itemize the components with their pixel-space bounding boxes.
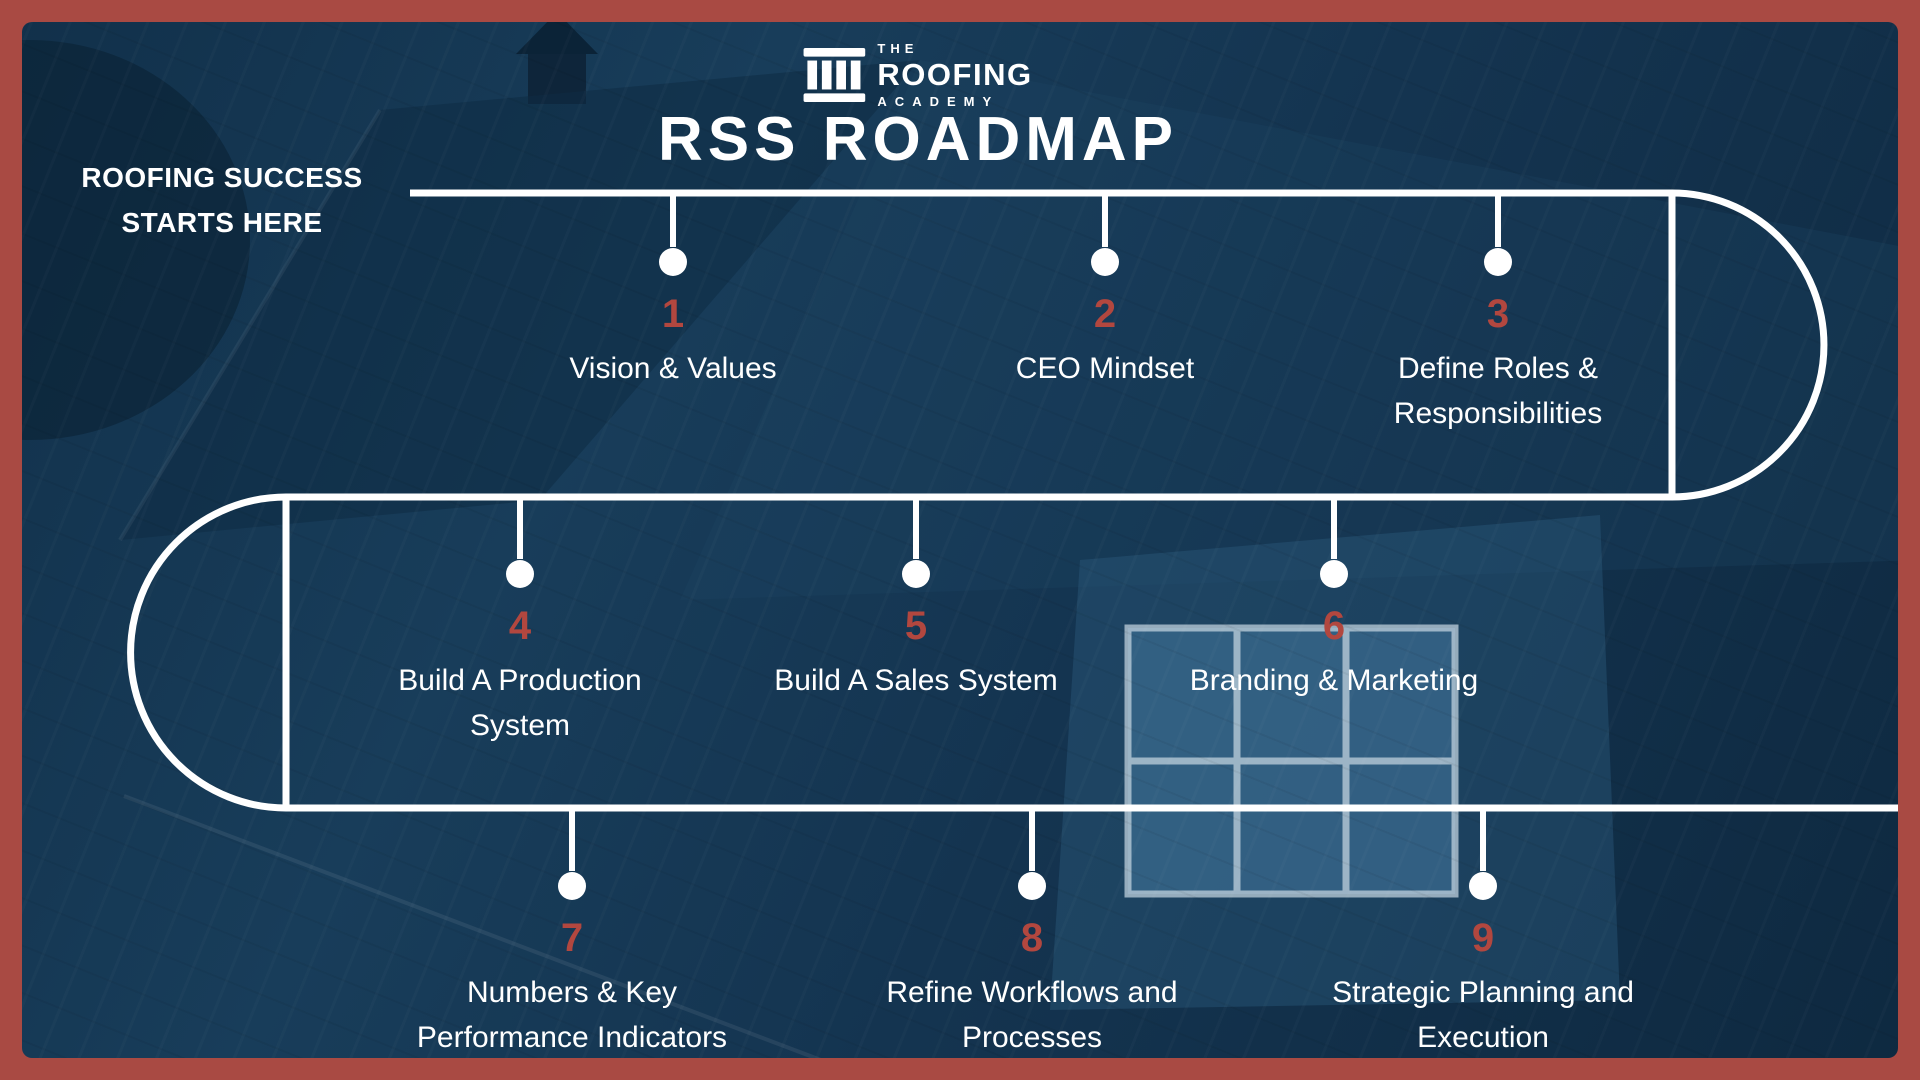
milestone-dot-5 [902,560,930,588]
roof-slope-dark [120,60,920,540]
tagline-line-1: ROOFING SUCCESS [81,162,363,193]
milestone-dot-7 [558,872,586,900]
tagline: ROOFING SUCCESS STARTS HERE [72,156,372,246]
tagline-line-2: STARTS HERE [121,206,323,238]
step-number: 6 [1322,604,1346,648]
step-label: Strategic Planning and Execution [1332,976,1634,1054]
roadmap-step-9: 9 Strategic Planning and Execution [1273,914,1693,1058]
roof-photo-background: ROOFING SUCCESS STARTS HERE THE ROOFING … [22,22,1898,1058]
step-number: 2 [1093,292,1117,336]
logo-academy: ACADEMY [877,94,1000,109]
step-number: 9 [1471,916,1495,960]
tree-silhouette [22,40,250,440]
step-label: Vision & Values [569,352,777,385]
step-number: 7 [560,916,584,960]
cupola-roof [516,22,598,54]
step-label: Build A Production System [398,664,642,742]
logo-the: THE [877,41,919,56]
roof-ridge-highlight [123,794,822,1058]
step-label: Build A Sales System [774,664,1058,697]
step-number: 3 [1486,292,1510,336]
milestone-dot-2 [1091,248,1119,276]
roadmap-step-4: 4 Build A Production System [310,602,730,748]
roof-ridge-highlight [118,108,382,542]
step-label: Refine Workflows and Processes [886,976,1178,1054]
roadmap-step-3: 3 Define Roles & Responsibilities [1288,290,1708,436]
roadmap-step-7: 7 Numbers & Key Performance Indicators [362,914,782,1058]
step-number: 1 [661,292,685,336]
columns-building-icon [803,48,866,102]
roadmap-turn-chords [282,193,1676,808]
step-number: 4 [508,604,532,648]
roadmap-step-2: 2 CEO Mindset [895,290,1315,391]
roofing-academy-logo: THE ROOFING ACADEMY [803,42,1032,108]
milestone-dot-3 [1484,248,1512,276]
step-number: 5 [904,604,928,648]
milestone-stems [517,193,1501,871]
milestone-dot-1 [659,248,687,276]
roadmap-step-6: 6 Branding & Marketing [1124,602,1544,703]
roadmap-step-5: 5 Build A Sales System [706,602,1126,703]
milestone-dot-4 [506,560,534,588]
step-label: Numbers & Key Performance Indicators [416,976,728,1054]
page-title: RSS ROADMAP [657,105,1179,174]
roadmap-path [127,189,1898,900]
logo-text: THE ROOFING ACADEMY [877,42,1032,108]
step-label: Branding & Marketing [1189,664,1479,697]
roadmap-step-8: 8 Refine Workflows and Processes [822,914,1242,1058]
milestone-dot-6 [1320,560,1348,588]
milestone-dot-8 [1018,872,1046,900]
step-number: 8 [1020,916,1044,960]
step-label: CEO Mindset [1015,352,1195,385]
milestone-dots [506,248,1512,900]
roadmap-step-1: 1 Vision & Values [463,290,883,391]
milestone-dot-9 [1469,872,1497,900]
infographic-frame: ROOFING SUCCESS STARTS HERE THE ROOFING … [22,22,1898,1058]
step-label: Define Roles & Responsibilities [1393,352,1603,430]
logo-roofing: ROOFING [877,57,1033,92]
dormer-window-frame [1124,624,1459,898]
